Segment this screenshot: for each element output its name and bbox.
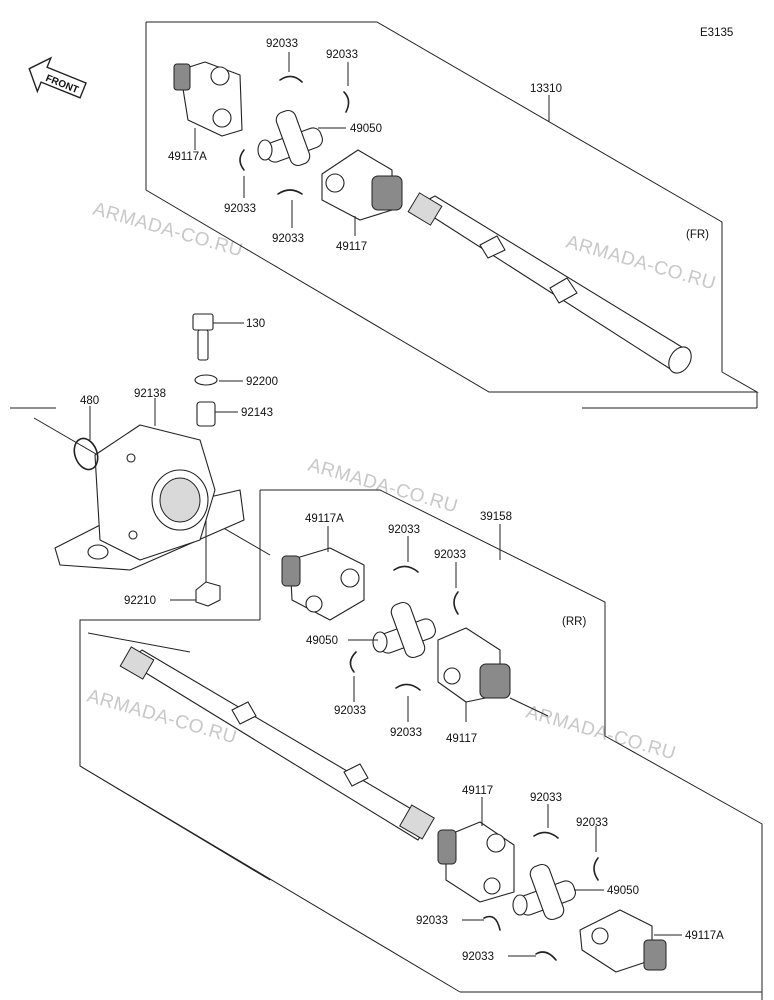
center-bearing-group: 130 92200 92143 92138 480 922: [10, 313, 278, 607]
part-92033-b1: 92033: [530, 792, 562, 804]
yoke-49117-mid: [437, 627, 511, 703]
part-39158: 39158: [480, 511, 512, 523]
front-drive-shaft: [407, 192, 692, 374]
clip-icon: [393, 565, 419, 573]
section-rear: (RR): [562, 616, 586, 628]
section-front: (FR): [686, 229, 709, 241]
part-49117a-bot: 49117A: [685, 930, 724, 942]
front-arrow-icon: FRONT: [28, 56, 87, 99]
part-49050-mid: 49050: [306, 635, 338, 647]
part-92033-t2: 92033: [326, 49, 358, 61]
part-49117a-mid: 49117A: [305, 513, 344, 525]
cross-49050-mid: [372, 601, 436, 659]
clip-icon: [535, 951, 557, 961]
part-92033-t3: 92033: [224, 203, 256, 215]
part-13310: 13310: [530, 83, 562, 95]
clip-icon: [453, 591, 459, 615]
watermark-1: ARMADA-CO.RU: [91, 199, 246, 262]
part-92138: 92138: [134, 388, 166, 400]
clip-icon: [593, 857, 599, 881]
watermark-5: ARMADA-CO.RU: [524, 702, 679, 765]
part-49117-top: 49117: [336, 241, 367, 253]
yoke-49117a-top: [173, 61, 243, 137]
bearing-92138: [54, 424, 245, 571]
part-49050-bot: 49050: [607, 885, 639, 897]
part-49117-mid: 49117: [446, 733, 477, 745]
part-92033-t1: 92033: [266, 38, 298, 50]
rear-drive-shaft: [119, 646, 435, 841]
yoke-49117a-bot: [579, 909, 667, 973]
part-92033-m1: 92033: [388, 524, 420, 536]
watermark-2: ARMADA-CO.RU: [564, 232, 719, 295]
diagram-code: E3135: [700, 27, 733, 39]
part-92033-b2: 92033: [576, 817, 608, 829]
clip-icon: [533, 831, 559, 839]
nut-92210: [195, 581, 221, 607]
clip-icon: [483, 915, 501, 931]
clip-icon: [279, 75, 303, 83]
part-49117-bot: 49117: [462, 785, 493, 797]
clip-icon: [239, 149, 245, 171]
collar-92143: [196, 401, 216, 427]
washer-92200: [194, 374, 218, 386]
clip-icon: [395, 683, 421, 691]
part-92033-m2: 92033: [434, 549, 466, 561]
clip-icon: [349, 651, 357, 673]
ring-480: [73, 437, 99, 471]
clip-icon: [343, 91, 350, 113]
part-49117a-top: 49117A: [168, 151, 207, 163]
yoke-49117-top: [321, 149, 403, 221]
part-92033-b3: 92033: [416, 915, 448, 927]
part-92033-m3: 92033: [334, 705, 366, 717]
front-shaft-group: 13310 (FR) 49117A 92033 92033 49050 9203…: [145, 21, 759, 409]
part-92143: 92143: [241, 407, 273, 419]
bolt-130: [192, 313, 214, 361]
yoke-49117-bot: [437, 821, 515, 903]
part-480: 480: [80, 395, 99, 407]
part-92033-m4: 92033: [390, 727, 422, 739]
cross-49050-bot: [512, 863, 576, 921]
cross-49050-top: [257, 109, 323, 167]
part-130: 130: [246, 318, 265, 330]
part-92033-b4: 92033: [462, 951, 494, 963]
rear-shaft-group: 39158 (RR) 49117A 92033 92033 49050 9203…: [79, 489, 763, 1000]
part-92033-t4: 92033: [272, 233, 304, 245]
watermark-3: ARMADA-CO.RU: [306, 455, 461, 518]
part-92200: 92200: [246, 376, 278, 388]
clip-icon: [277, 189, 303, 195]
part-92210: 92210: [124, 595, 156, 607]
part-49050-top: 49050: [350, 123, 382, 135]
yoke-49117a-mid: [281, 547, 365, 621]
